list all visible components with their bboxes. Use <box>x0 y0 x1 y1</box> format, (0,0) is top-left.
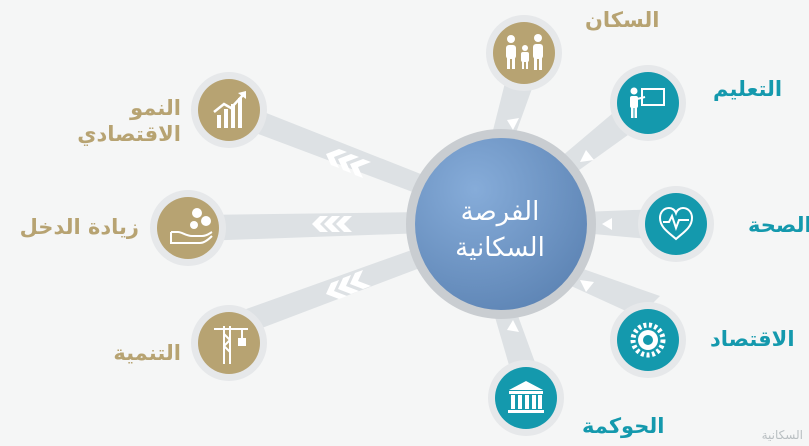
label-development: التنمية <box>113 341 181 365</box>
arrow-growth-2 <box>338 154 359 173</box>
family-icon <box>506 34 543 70</box>
arrow-dev-1 <box>350 270 371 289</box>
label-population: السكان <box>585 8 660 32</box>
arrow-population <box>507 118 519 130</box>
node-economy <box>610 302 686 378</box>
label-economic-growth: النمو الاقتصادي <box>77 96 181 146</box>
arrow-income-2 <box>324 216 340 232</box>
arrow-dev-2 <box>338 275 359 294</box>
node-governance <box>488 360 564 436</box>
band-income-increase <box>200 212 425 241</box>
label-education: التعليم <box>713 77 783 101</box>
arrow-growth-1 <box>350 159 371 178</box>
teacher-board-icon <box>630 87 665 118</box>
center-label-line1: الفرصة <box>460 197 540 227</box>
label-income-increase: زيادة الدخل <box>19 215 139 239</box>
arrow-growth-3 <box>326 149 347 168</box>
connector-arrows <box>312 118 612 332</box>
chart-growth-icon <box>213 91 246 128</box>
node-education <box>610 65 686 141</box>
arrow-income-3 <box>312 216 328 232</box>
node-economic-growth <box>191 72 267 148</box>
node-income-increase <box>150 190 226 266</box>
center-label-line2: السكانية <box>455 233 545 263</box>
government-building-icon <box>508 381 544 413</box>
node-population <box>486 15 562 91</box>
gear-icon <box>630 322 666 358</box>
label-governance: الحوكمة <box>582 414 665 438</box>
arrow-income-1 <box>336 216 352 232</box>
arrow-economy <box>580 280 594 292</box>
band-economy <box>558 264 660 317</box>
arrow-dev-3 <box>326 280 347 299</box>
arrow-governance <box>507 320 519 332</box>
arrow-health <box>602 218 612 230</box>
band-economic-growth <box>221 103 441 200</box>
crane-icon <box>214 326 248 364</box>
node-health <box>638 186 714 262</box>
label-health: الصحة <box>748 213 809 237</box>
center-circle <box>415 138 587 310</box>
hand-coins-icon <box>170 208 213 244</box>
label-economy: الاقتصاد <box>710 327 795 351</box>
heart-pulse-icon <box>658 206 694 241</box>
watermark-text: السكانية <box>761 428 803 442</box>
node-development <box>191 305 267 381</box>
arrow-education <box>580 150 594 162</box>
center-label: الفرصة السكانية <box>420 194 580 266</box>
